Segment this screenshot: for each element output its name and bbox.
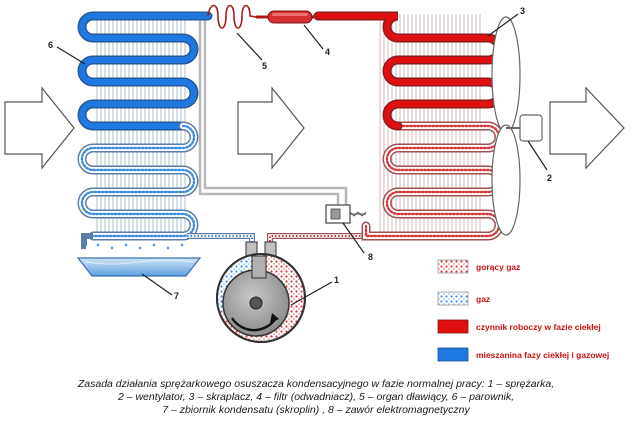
solenoid-valve — [325, 204, 367, 224]
airflow-arrow-left — [4, 86, 75, 170]
condensate-drops — [96, 243, 184, 250]
callout-4: 4 — [325, 47, 330, 57]
dehumidifier-diagram: 1 2 3 4 5 6 7 8 gorący gaz gaz czynnik r… — [4, 4, 625, 362]
legend: gorący gaz gaz czynnik roboczy w fazie c… — [437, 259, 609, 362]
condenser-coil-hot-gas — [361, 121, 504, 241]
airflow-arrow-middle — [237, 86, 305, 170]
callout-7: 7 — [174, 291, 179, 301]
callout-2: 2 — [547, 173, 552, 183]
callout-1: 1 — [334, 275, 339, 285]
callout-6: 6 — [48, 40, 53, 50]
callout-numbers: 1 2 3 4 5 6 7 8 — [48, 6, 552, 301]
condensate-tray — [76, 257, 202, 277]
airflow-arrow-right — [549, 86, 625, 170]
expansion-capillary-coil — [207, 4, 257, 29]
callout-3: 3 — [520, 6, 525, 16]
legend-swatch-gas — [437, 291, 469, 306]
legend-label-hot-gas: gorący gaz — [476, 262, 520, 272]
callout-leaders — [56, 13, 548, 306]
legend-swatch-hot-gas — [437, 259, 469, 274]
caption-line-2: 2 – wentylator, 3 – skraplacz, 4 – filtr… — [117, 391, 515, 403]
evaporator-coil — [77, 11, 213, 241]
legend-swatch-liquid — [437, 319, 469, 334]
airflow-arrows — [4, 86, 625, 170]
legend-label-liquid: czynnik roboczy w fazie ciekłej — [476, 322, 601, 332]
filter-drier — [256, 10, 318, 24]
callout-5: 5 — [262, 61, 267, 71]
caption-line-3: 7 – zbiornik kondensatu (skroplin) , 8 –… — [162, 404, 470, 416]
discharge-line — [267, 226, 369, 252]
legend-label-mixture: mieszanina fazy ciekłej i gazowej — [476, 350, 609, 360]
capillary-lines — [198, 18, 348, 205]
legend-swatch-mixture — [437, 347, 469, 362]
callout-8: 8 — [368, 252, 373, 262]
caption-line-1: Zasada działania sprężarkowego osuszacza… — [77, 378, 555, 390]
figure-caption: Zasada działania sprężarkowego osuszacza… — [30, 378, 602, 417]
legend-label-gas: gaz — [476, 294, 490, 304]
compressor — [216, 241, 306, 343]
fan — [491, 16, 543, 236]
